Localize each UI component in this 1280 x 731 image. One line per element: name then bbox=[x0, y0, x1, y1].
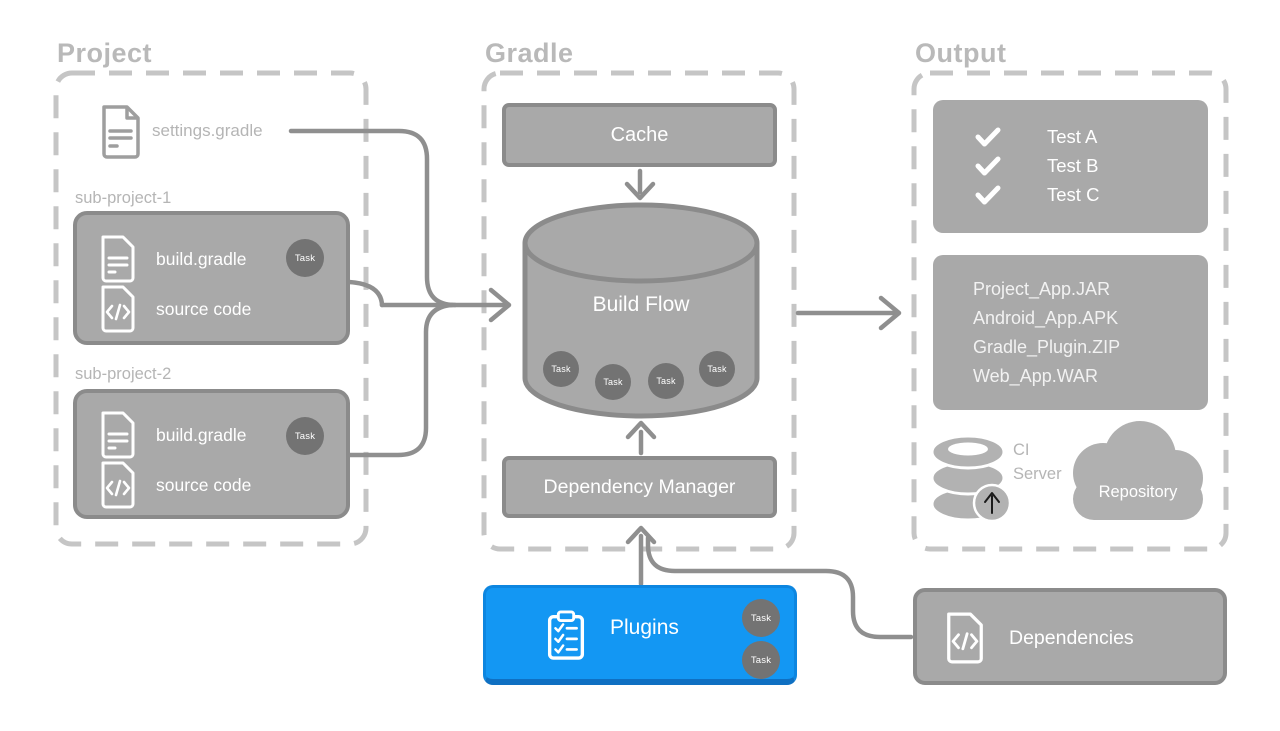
subproject2-buildgradle-row: build.gradle bbox=[100, 411, 246, 459]
test-label: Test C bbox=[1047, 183, 1100, 205]
subproject1-sourcecode-row: source code bbox=[100, 285, 251, 333]
settings-gradle-label[interactable]: settings.gradle bbox=[152, 121, 263, 140]
test-label: Test A bbox=[1047, 125, 1098, 147]
upload-arrow-badge[interactable] bbox=[972, 483, 1012, 523]
subproject1-buildgradle-row: build.gradle bbox=[100, 235, 246, 283]
repository-label: Repository bbox=[1098, 483, 1178, 501]
subproject1-buildgradle-label: build.gradle bbox=[156, 248, 247, 269]
artifact-label: Android_App.APK bbox=[973, 308, 1119, 328]
check-icon bbox=[975, 127, 1001, 146]
artifacts-node[interactable]: Project_App.JAR Android_App.APK Gradle_P… bbox=[933, 255, 1208, 410]
build-gradle-file-icon bbox=[101, 235, 135, 283]
plugins-checklist-icon bbox=[547, 610, 585, 660]
ci-server-label-line1: CI bbox=[1013, 441, 1030, 459]
arrowhead-into-buildflow bbox=[488, 287, 512, 323]
artifact-label: Project_App.JAR bbox=[973, 279, 1111, 299]
subproject1-sourcecode-label: source code bbox=[156, 298, 252, 319]
artifact-label: Web_App.WAR bbox=[973, 366, 1099, 386]
plugins-task-badge[interactable]: Task bbox=[742, 641, 780, 679]
cache-label: Cache bbox=[610, 124, 669, 146]
test-label: Test B bbox=[1047, 154, 1099, 176]
subproject2-sourcecode-label: source code bbox=[156, 474, 252, 495]
ci-server-label-line2: Server bbox=[1013, 465, 1062, 483]
plugins-node[interactable]: Plugins Task Task bbox=[483, 585, 797, 685]
test-row: Test C bbox=[975, 180, 1208, 209]
subproject1-node[interactable]: build.gradle source code Task bbox=[73, 211, 350, 345]
subproject1-label: sub-project-1 bbox=[75, 189, 172, 207]
connector-dependencies-to-depmanager bbox=[645, 535, 914, 640]
connector-subproject1-to-buildflow bbox=[346, 279, 385, 308]
arrowhead-cache-down bbox=[624, 181, 656, 201]
subproject2-buildgradle-label: build.gradle bbox=[156, 424, 247, 445]
source-code-file-icon bbox=[101, 461, 135, 509]
source-code-file-icon bbox=[101, 285, 135, 333]
project-dashed-frame bbox=[53, 70, 369, 547]
artifact-label: Gradle_Plugin.ZIP bbox=[973, 337, 1121, 357]
arrowhead-into-output bbox=[878, 295, 902, 331]
test-row: Test A bbox=[975, 122, 1208, 151]
dependency-manager-node[interactable]: Dependency Manager bbox=[502, 456, 777, 518]
test-row: Test B bbox=[975, 151, 1208, 180]
dependency-manager-label: Dependency Manager bbox=[543, 476, 736, 498]
build-gradle-file-icon bbox=[101, 411, 135, 459]
cache-node[interactable]: Cache bbox=[502, 103, 777, 167]
subproject2-sourcecode-row: source code bbox=[100, 461, 251, 509]
build-flow-label: Build Flow bbox=[592, 293, 690, 316]
buildflow-task-badge[interactable]: Task bbox=[699, 351, 735, 387]
dependencies-label: Dependencies bbox=[1009, 626, 1134, 649]
gradle-section-title: Gradle bbox=[485, 38, 574, 68]
buildflow-task-badge[interactable]: Task bbox=[543, 351, 579, 387]
repository-cloud[interactable] bbox=[1073, 421, 1203, 520]
buildflow-task-badge[interactable]: Task bbox=[648, 363, 684, 399]
dependencies-row: Dependencies bbox=[945, 612, 1134, 664]
plugins-label: Plugins bbox=[610, 616, 679, 639]
arrowhead-depmanager-up bbox=[625, 420, 657, 440]
plugins-task-badge[interactable]: Task bbox=[742, 599, 780, 637]
settings-gradle-file-icon bbox=[102, 105, 140, 159]
tests-node[interactable]: Test A Test B Test C bbox=[933, 100, 1208, 233]
connector-settings-to-buildflow bbox=[288, 128, 458, 308]
subproject1-task-badge[interactable]: Task bbox=[286, 239, 324, 277]
check-icon bbox=[975, 185, 1001, 204]
dependencies-code-file-icon bbox=[947, 612, 983, 664]
output-section-title: Output bbox=[915, 38, 1007, 68]
subproject2-task-badge[interactable]: Task bbox=[286, 417, 324, 455]
dependencies-node[interactable]: Dependencies bbox=[913, 588, 1227, 685]
output-dashed-frame bbox=[911, 70, 1229, 552]
subproject2-label: sub-project-2 bbox=[75, 365, 172, 383]
project-section-title: Project bbox=[57, 38, 153, 68]
connector-subproject2-to-buildflow bbox=[346, 302, 455, 458]
buildflow-task-badge[interactable]: Task bbox=[595, 364, 631, 400]
check-icon bbox=[975, 156, 1001, 175]
subproject2-node[interactable]: build.gradle source code Task bbox=[73, 389, 350, 519]
